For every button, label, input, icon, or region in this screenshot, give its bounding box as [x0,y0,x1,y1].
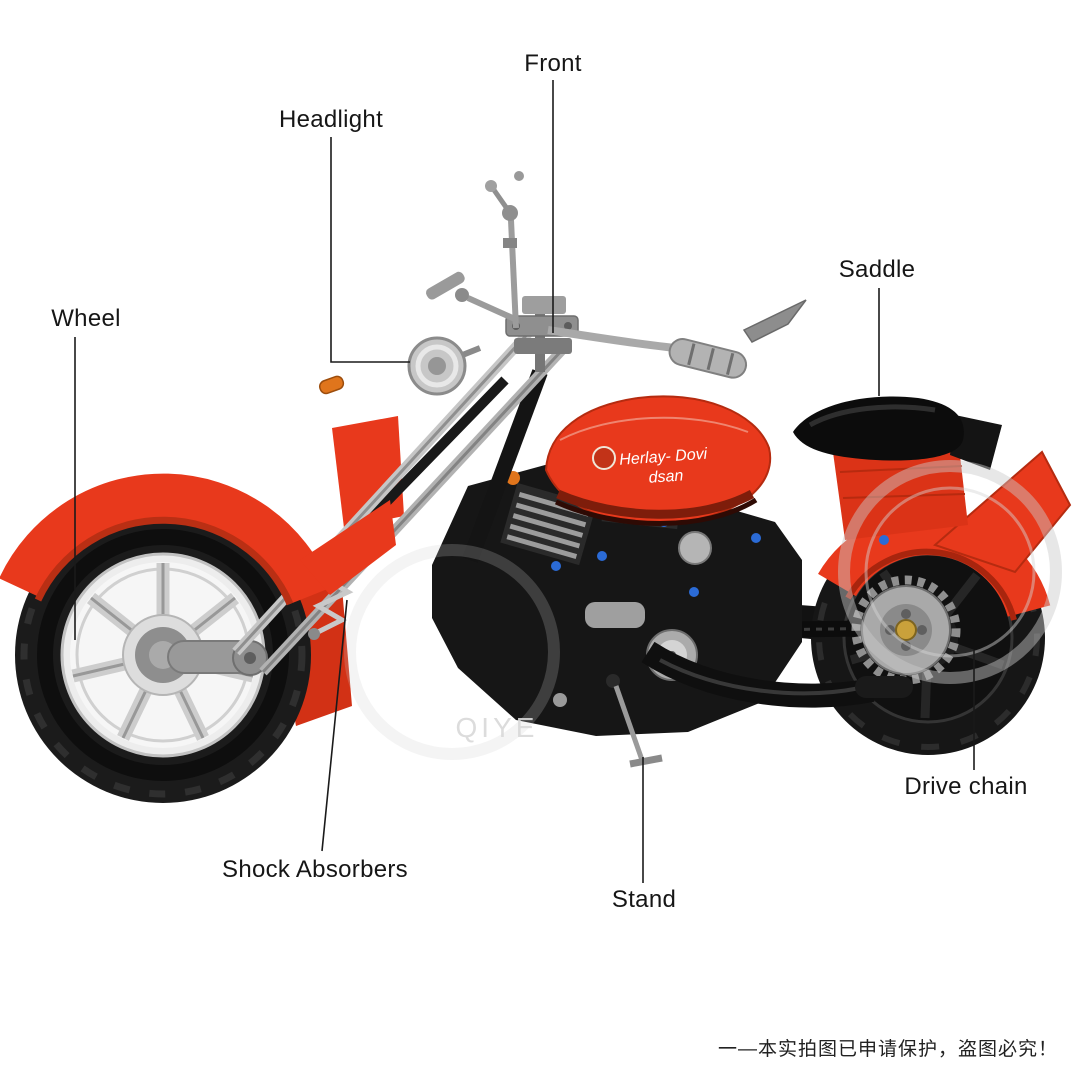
tank-text-line1: Herlay- Dovi [619,446,708,469]
tank-badge [592,446,616,470]
front-wheel [15,507,311,803]
kickstand [606,674,663,768]
watermark-ring-right [838,460,1062,684]
left-lever [426,271,519,323]
rear-body-block [832,438,968,540]
blue-pin [597,551,607,561]
right-grip [668,338,748,379]
blue-pin [751,533,761,543]
blue-pin [879,535,889,545]
footpeg [553,693,567,707]
leader-line-headlight [330,137,410,363]
blue-pin [551,561,561,571]
right-mirror [742,299,807,343]
label-stand: Stand [611,886,677,913]
turn-signal [318,375,345,395]
saddle-part [793,396,1002,470]
left-stem [485,171,524,329]
handlebars [426,171,807,379]
label-drive-chain: Drive chain [904,773,1028,800]
label-saddle: Saddle [838,256,916,283]
headlight-part [318,336,482,396]
tank-logo-text: Herlay- Dovi dsan [619,446,708,487]
tail-piece [933,450,1072,574]
chrome-cylinder [585,602,645,628]
copyright-notice: 一—本实拍图已申请保护，盗图必究！ [717,1039,1058,1060]
label-wheel: Wheel [51,305,121,332]
front-fender [0,473,396,606]
rear-fender [818,450,1072,621]
watermark-ring-left [344,544,560,760]
blue-pin [689,587,699,597]
fuel-tank: Herlay- Dovi dsan [462,369,772,563]
watermark-text: QIYE [456,712,539,743]
leader-lines [74,80,975,883]
exhaust [641,641,913,708]
carb-cover [678,531,712,565]
label-headlight: Headlight [278,106,384,133]
leader-line-shock-absorbers [321,599,348,852]
tank-text-line2: dsan [648,467,684,486]
label-shock-absorbers: Shock Absorbers [222,856,408,883]
label-front: Front [524,50,582,77]
